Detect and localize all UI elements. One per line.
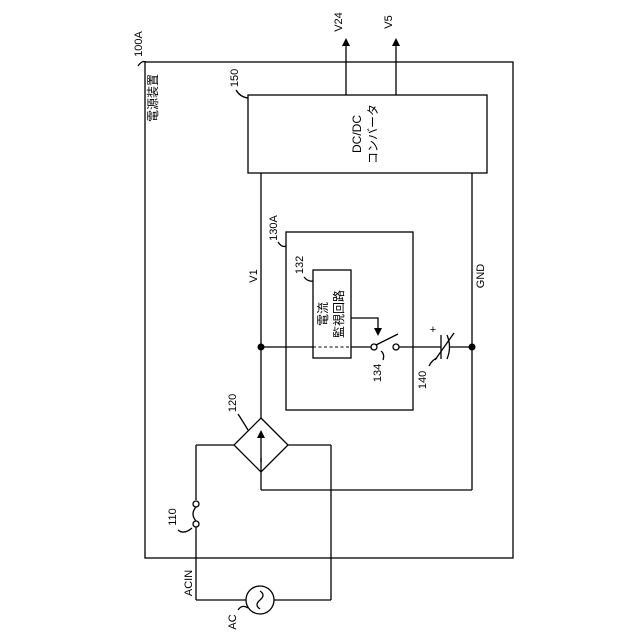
converter-label-line1: DC/DC bbox=[350, 115, 364, 153]
monitor-ref-leader bbox=[304, 277, 313, 281]
fuse-ref-leader bbox=[178, 528, 192, 532]
gnd-net-label: GND bbox=[475, 264, 487, 289]
converter-ref-label: 150 bbox=[229, 69, 241, 87]
control-signal-line bbox=[351, 318, 378, 332]
ac-source-leader bbox=[238, 606, 248, 610]
monitor-label-line1: 電流 bbox=[316, 302, 330, 326]
module-ref-leader bbox=[278, 242, 286, 247]
ac-source-label: AC bbox=[227, 614, 239, 629]
v24-output-label: V24 bbox=[333, 12, 345, 32]
device-name-label: 電源装置 bbox=[146, 74, 160, 122]
capacitor-ref-label: 140 bbox=[417, 371, 429, 389]
rectifier-ref-leader bbox=[238, 414, 248, 430]
switch-ref-leader bbox=[381, 351, 384, 360]
converter-label-line2: コンバータ bbox=[366, 104, 380, 164]
acin-label: ACIN bbox=[183, 570, 195, 596]
fuse-terminal-bottom bbox=[193, 521, 199, 527]
fuse-terminal-top bbox=[193, 501, 199, 507]
monitor-ref-label: 132 bbox=[294, 256, 306, 274]
switch-blade bbox=[376, 334, 398, 345]
capacitor-plate-negative bbox=[447, 335, 450, 359]
v1-junction-dot bbox=[258, 344, 265, 351]
capacitor-ref-leader bbox=[429, 358, 437, 366]
switch-contact-right bbox=[393, 344, 399, 350]
converter-ref-leader bbox=[236, 90, 248, 98]
fuse-element bbox=[193, 507, 196, 521]
v5-output-label: V5 bbox=[383, 15, 395, 28]
switch-ref-label: 134 bbox=[372, 364, 384, 382]
fuse-ref-label: 110 bbox=[167, 508, 179, 526]
monitor-label-line2: 監視回路 bbox=[331, 290, 346, 338]
rectifier-ref-label: 120 bbox=[227, 394, 239, 412]
capacitor-polarity-label: + bbox=[430, 324, 436, 336]
ac-sine-icon bbox=[257, 591, 263, 609]
module-ref-label: 130A bbox=[268, 214, 280, 240]
device-ref-label: 100A bbox=[133, 30, 145, 56]
v1-net-label: V1 bbox=[248, 269, 260, 282]
